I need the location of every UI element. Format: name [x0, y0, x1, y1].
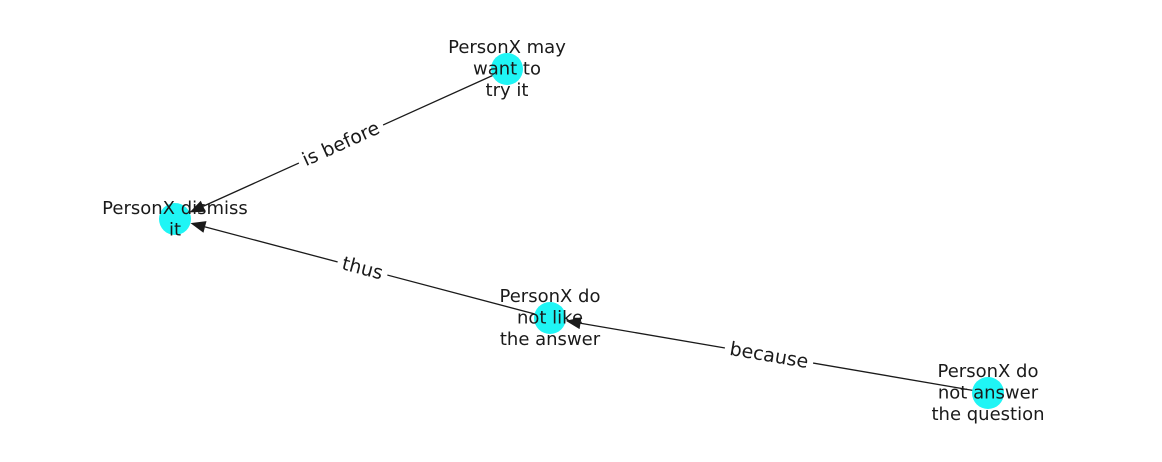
edge-arrowhead-e_because: [565, 317, 582, 330]
edge-arrowhead-e_thus: [190, 221, 207, 233]
edge-label-background: [293, 114, 389, 174]
node-label-line: try it: [486, 80, 529, 101]
node-label-line: the question: [931, 404, 1044, 425]
edge-label-background: [722, 336, 816, 375]
node-label-line: not like: [517, 308, 583, 329]
edge-label-text: because: [728, 338, 810, 373]
edge-label-e_thus: thus: [334, 250, 391, 287]
node-label-line: PersonX dismiss: [102, 198, 248, 219]
edge-label-e_isbefore: is before: [293, 114, 389, 174]
edge-label-background: [334, 250, 391, 287]
node-circle-n_dislike: [534, 302, 566, 334]
node-circle-n_try: [491, 53, 523, 85]
edge-label-e_because: because: [722, 336, 816, 375]
node-label-line: PersonX may: [448, 37, 566, 58]
node-label-line: not answer: [938, 383, 1039, 404]
node-label-line: PersonX do: [938, 361, 1039, 382]
node-circle-n_dismiss: [159, 203, 191, 235]
node-label-line: the answer: [500, 329, 601, 350]
node-label-line: PersonX do: [500, 286, 601, 307]
edge-label-text: is before: [299, 117, 383, 171]
edge-label-text: thus: [340, 253, 386, 285]
nodes-layer: [159, 53, 1004, 409]
node-label-line: it: [169, 219, 181, 240]
edge-arrowhead-e_isbefore: [189, 200, 206, 213]
node-circle-n_noanswer: [972, 377, 1004, 409]
node-label-line: want to: [473, 59, 541, 80]
